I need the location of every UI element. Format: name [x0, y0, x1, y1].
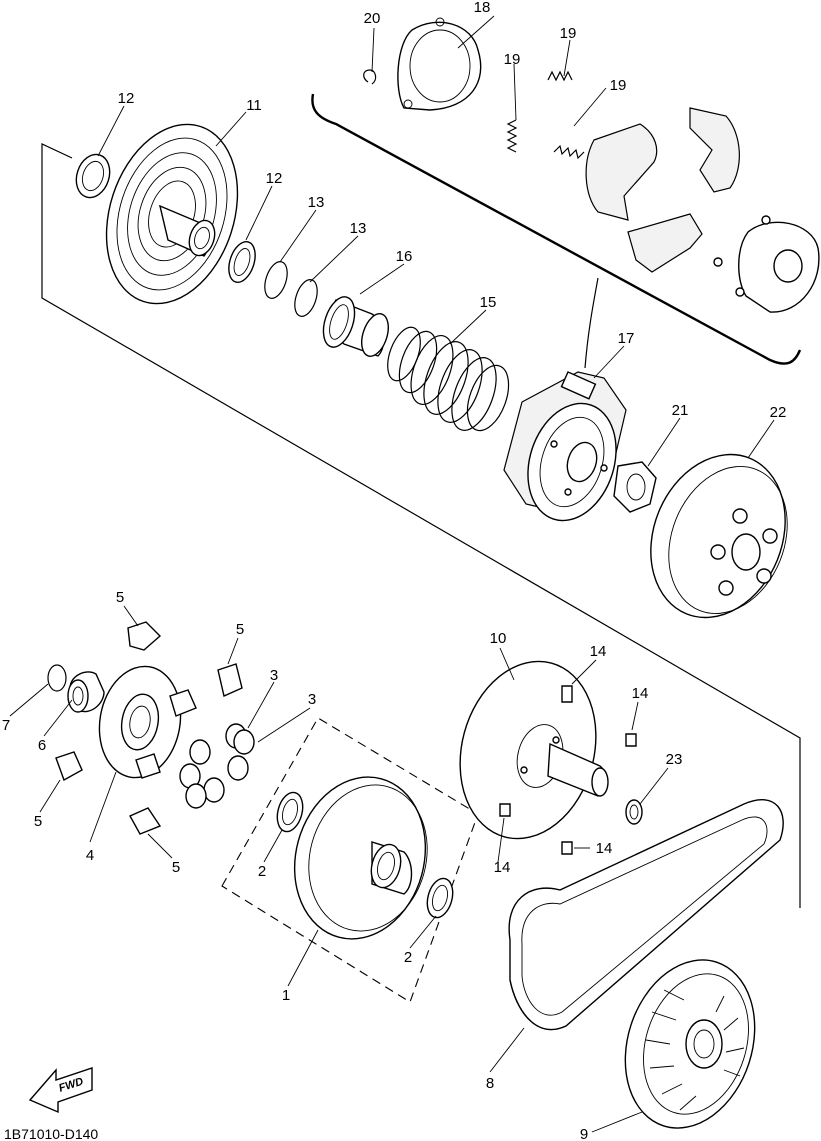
callout-13: 13: [350, 220, 367, 237]
assembly-boundary-lines: [41, 93, 802, 908]
callout-5: 5: [116, 589, 124, 606]
part-3-weight-rollers: [179, 723, 255, 809]
part-10-sheave-disk: [459, 660, 609, 840]
callout-20: 20: [364, 10, 381, 27]
callout-10: 10: [490, 630, 507, 647]
callout-5: 5: [236, 621, 244, 638]
part-9-fixed-sheave-fan: [624, 959, 756, 1129]
callout-19: 19: [504, 51, 521, 68]
part-5-sliders: [55, 621, 243, 835]
part-12-oil-seal-left: [75, 153, 111, 199]
diagram-code: 1B71010-D140: [4, 1126, 98, 1141]
part-18-plate: [397, 17, 482, 111]
callout-1: 1: [282, 987, 290, 1004]
clutch-plate: [713, 215, 820, 313]
callout-7: 7: [2, 717, 10, 734]
callout-3: 3: [308, 691, 316, 708]
callout-19: 19: [560, 25, 577, 42]
part-11-secondary-sheave: [105, 123, 239, 305]
callout-2: 2: [258, 863, 266, 880]
callout-9: 9: [580, 1126, 588, 1141]
part-17-clutch-carrier: [503, 371, 627, 522]
part-21-nut: [613, 461, 657, 513]
callout-14: 14: [632, 685, 649, 702]
callout-14: 14: [590, 643, 607, 660]
callout-15: 15: [480, 294, 497, 311]
part-8-v-belt: [508, 798, 784, 1031]
callout-8: 8: [486, 1075, 494, 1092]
callout-18: 18: [474, 0, 491, 16]
callout-14: 14: [494, 859, 511, 876]
callout-19: 19: [610, 77, 627, 94]
callout-13: 13: [308, 194, 325, 211]
part-23-washer: [625, 799, 643, 825]
callout-3: 3: [270, 667, 278, 684]
callout-12: 12: [118, 90, 135, 107]
clutch-shoe-assembly: [585, 107, 740, 273]
callout-12: 12: [266, 170, 283, 187]
leader-lines: [9, 15, 775, 1133]
callout-21: 21: [672, 402, 689, 419]
callout-2: 2: [404, 949, 412, 966]
part-14-bolts: [499, 685, 637, 855]
part-22-clutch-housing: [650, 453, 788, 619]
part-15-compression-spring: [387, 326, 510, 432]
callout-23: 23: [666, 751, 683, 768]
part-20-clip: [363, 69, 377, 85]
callout-17: 17: [618, 330, 635, 347]
part-4-cam-plate: [98, 665, 182, 779]
callout-14: 14: [596, 840, 613, 857]
part-1-primary-sliding-sheave: [293, 776, 428, 940]
callout-5: 5: [172, 859, 180, 876]
part-2-seals: [276, 791, 454, 919]
callout-5: 5: [34, 813, 42, 830]
part-16-guide-collar: [322, 296, 389, 357]
callout-22: 22: [770, 404, 787, 421]
part-19-springs: [506, 70, 585, 160]
part-6-collar: [67, 671, 105, 713]
callout-labels: 20 18 19 19 19 12 11 12 13 13 16 15 17 2…: [2, 0, 787, 1141]
part-12-oil-seal-right: [228, 240, 256, 284]
callout-6: 6: [38, 737, 46, 754]
part-7-o-ring: [47, 664, 67, 692]
part-13-o-rings: [264, 261, 318, 317]
callout-16: 16: [396, 248, 413, 265]
fwd-arrow-icon: FWD: [28, 1067, 93, 1114]
callout-4: 4: [86, 847, 94, 864]
callout-11: 11: [246, 97, 262, 114]
